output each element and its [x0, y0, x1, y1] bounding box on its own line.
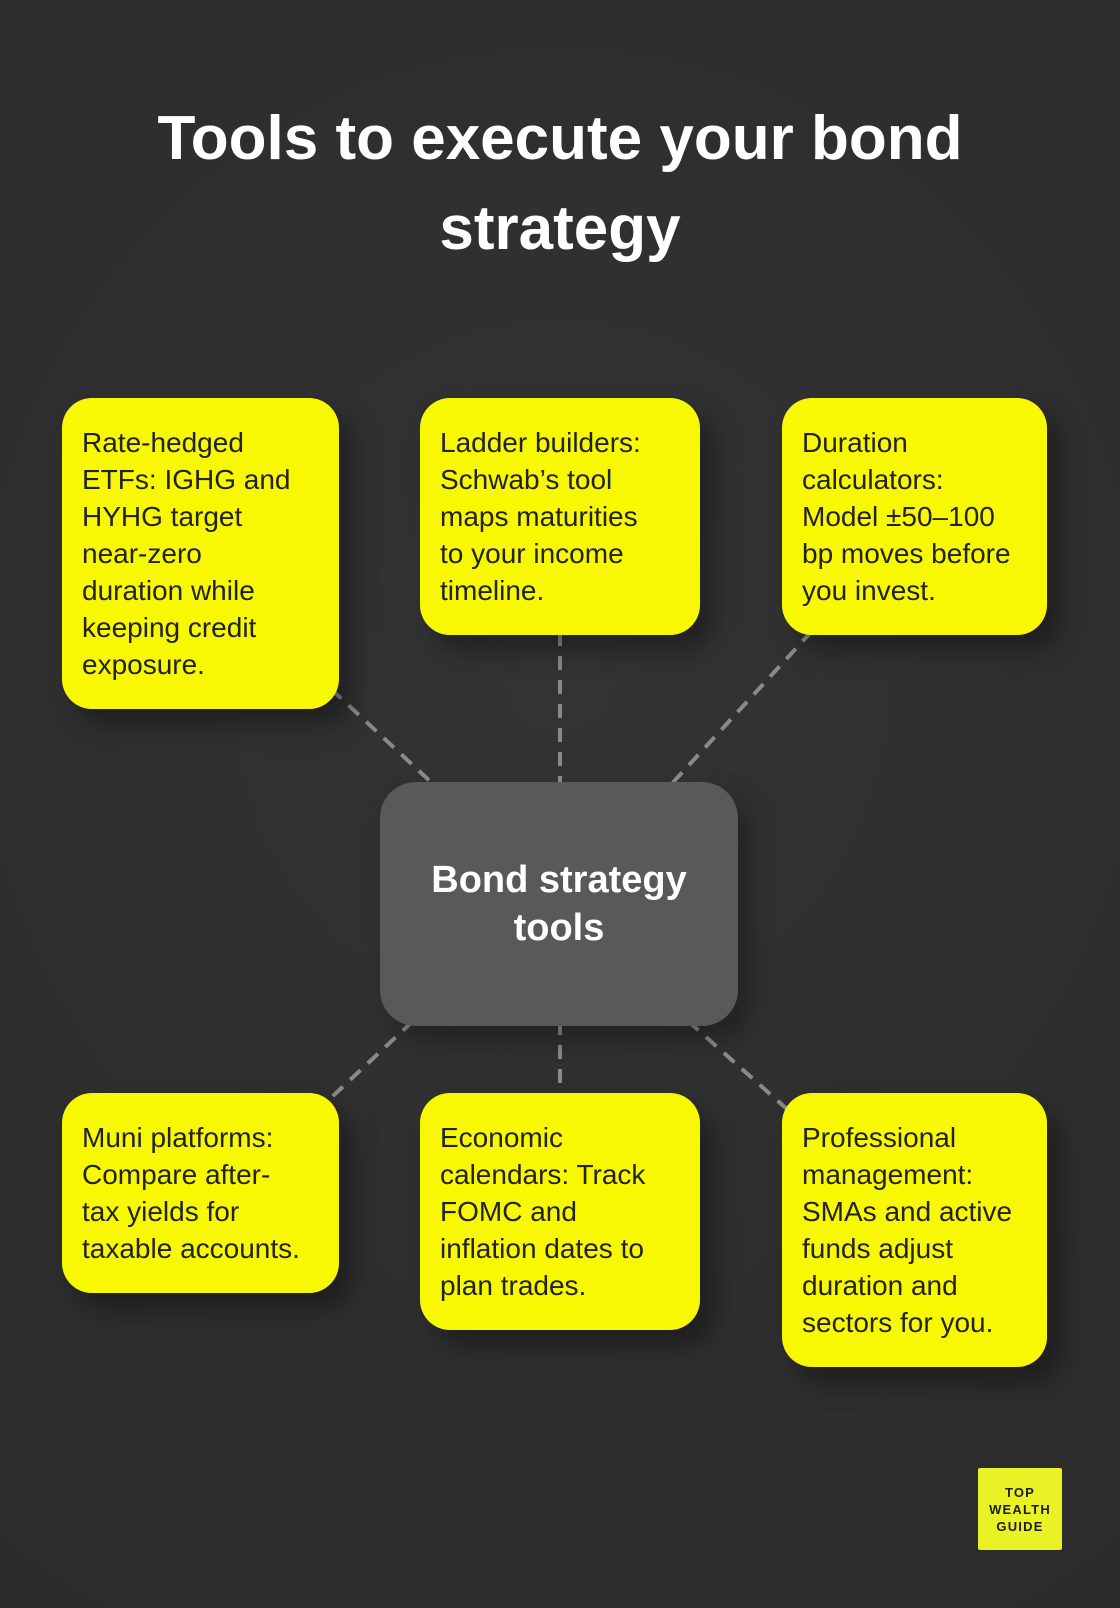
brand-logo: TOP WEALTH GUIDE: [978, 1468, 1062, 1550]
logo-line-wealth: WEALTH: [989, 1501, 1051, 1517]
node-ladder-builders: Ladder builders: Schwab’s tool maps matu…: [420, 398, 700, 635]
node-duration-calculators: Duration calculators: Model ±50–100 bp m…: [782, 398, 1047, 635]
node-professional-management: Professional management: SMAs and active…: [782, 1093, 1047, 1367]
connector-top-left: [329, 687, 448, 798]
connector-bottom-left: [316, 1019, 415, 1112]
node-economic-calendars: Economic calendars: Track FOMC and infla…: [420, 1093, 700, 1330]
center-node-bond-strategy-tools: Bond strategy tools: [380, 782, 738, 1026]
node-rate-hedged-etfs: Rate-hedged ETFs: IGHG and HYHG target n…: [62, 398, 339, 709]
page-title: Tools to execute your bond strategy: [157, 104, 963, 263]
logo-line-top: TOP: [1004, 1484, 1036, 1500]
connector-top-right: [665, 629, 814, 791]
logo-line-guide: GUIDE: [996, 1518, 1044, 1534]
node-muni-platforms: Muni platforms: Compare after- tax yield…: [62, 1093, 339, 1293]
